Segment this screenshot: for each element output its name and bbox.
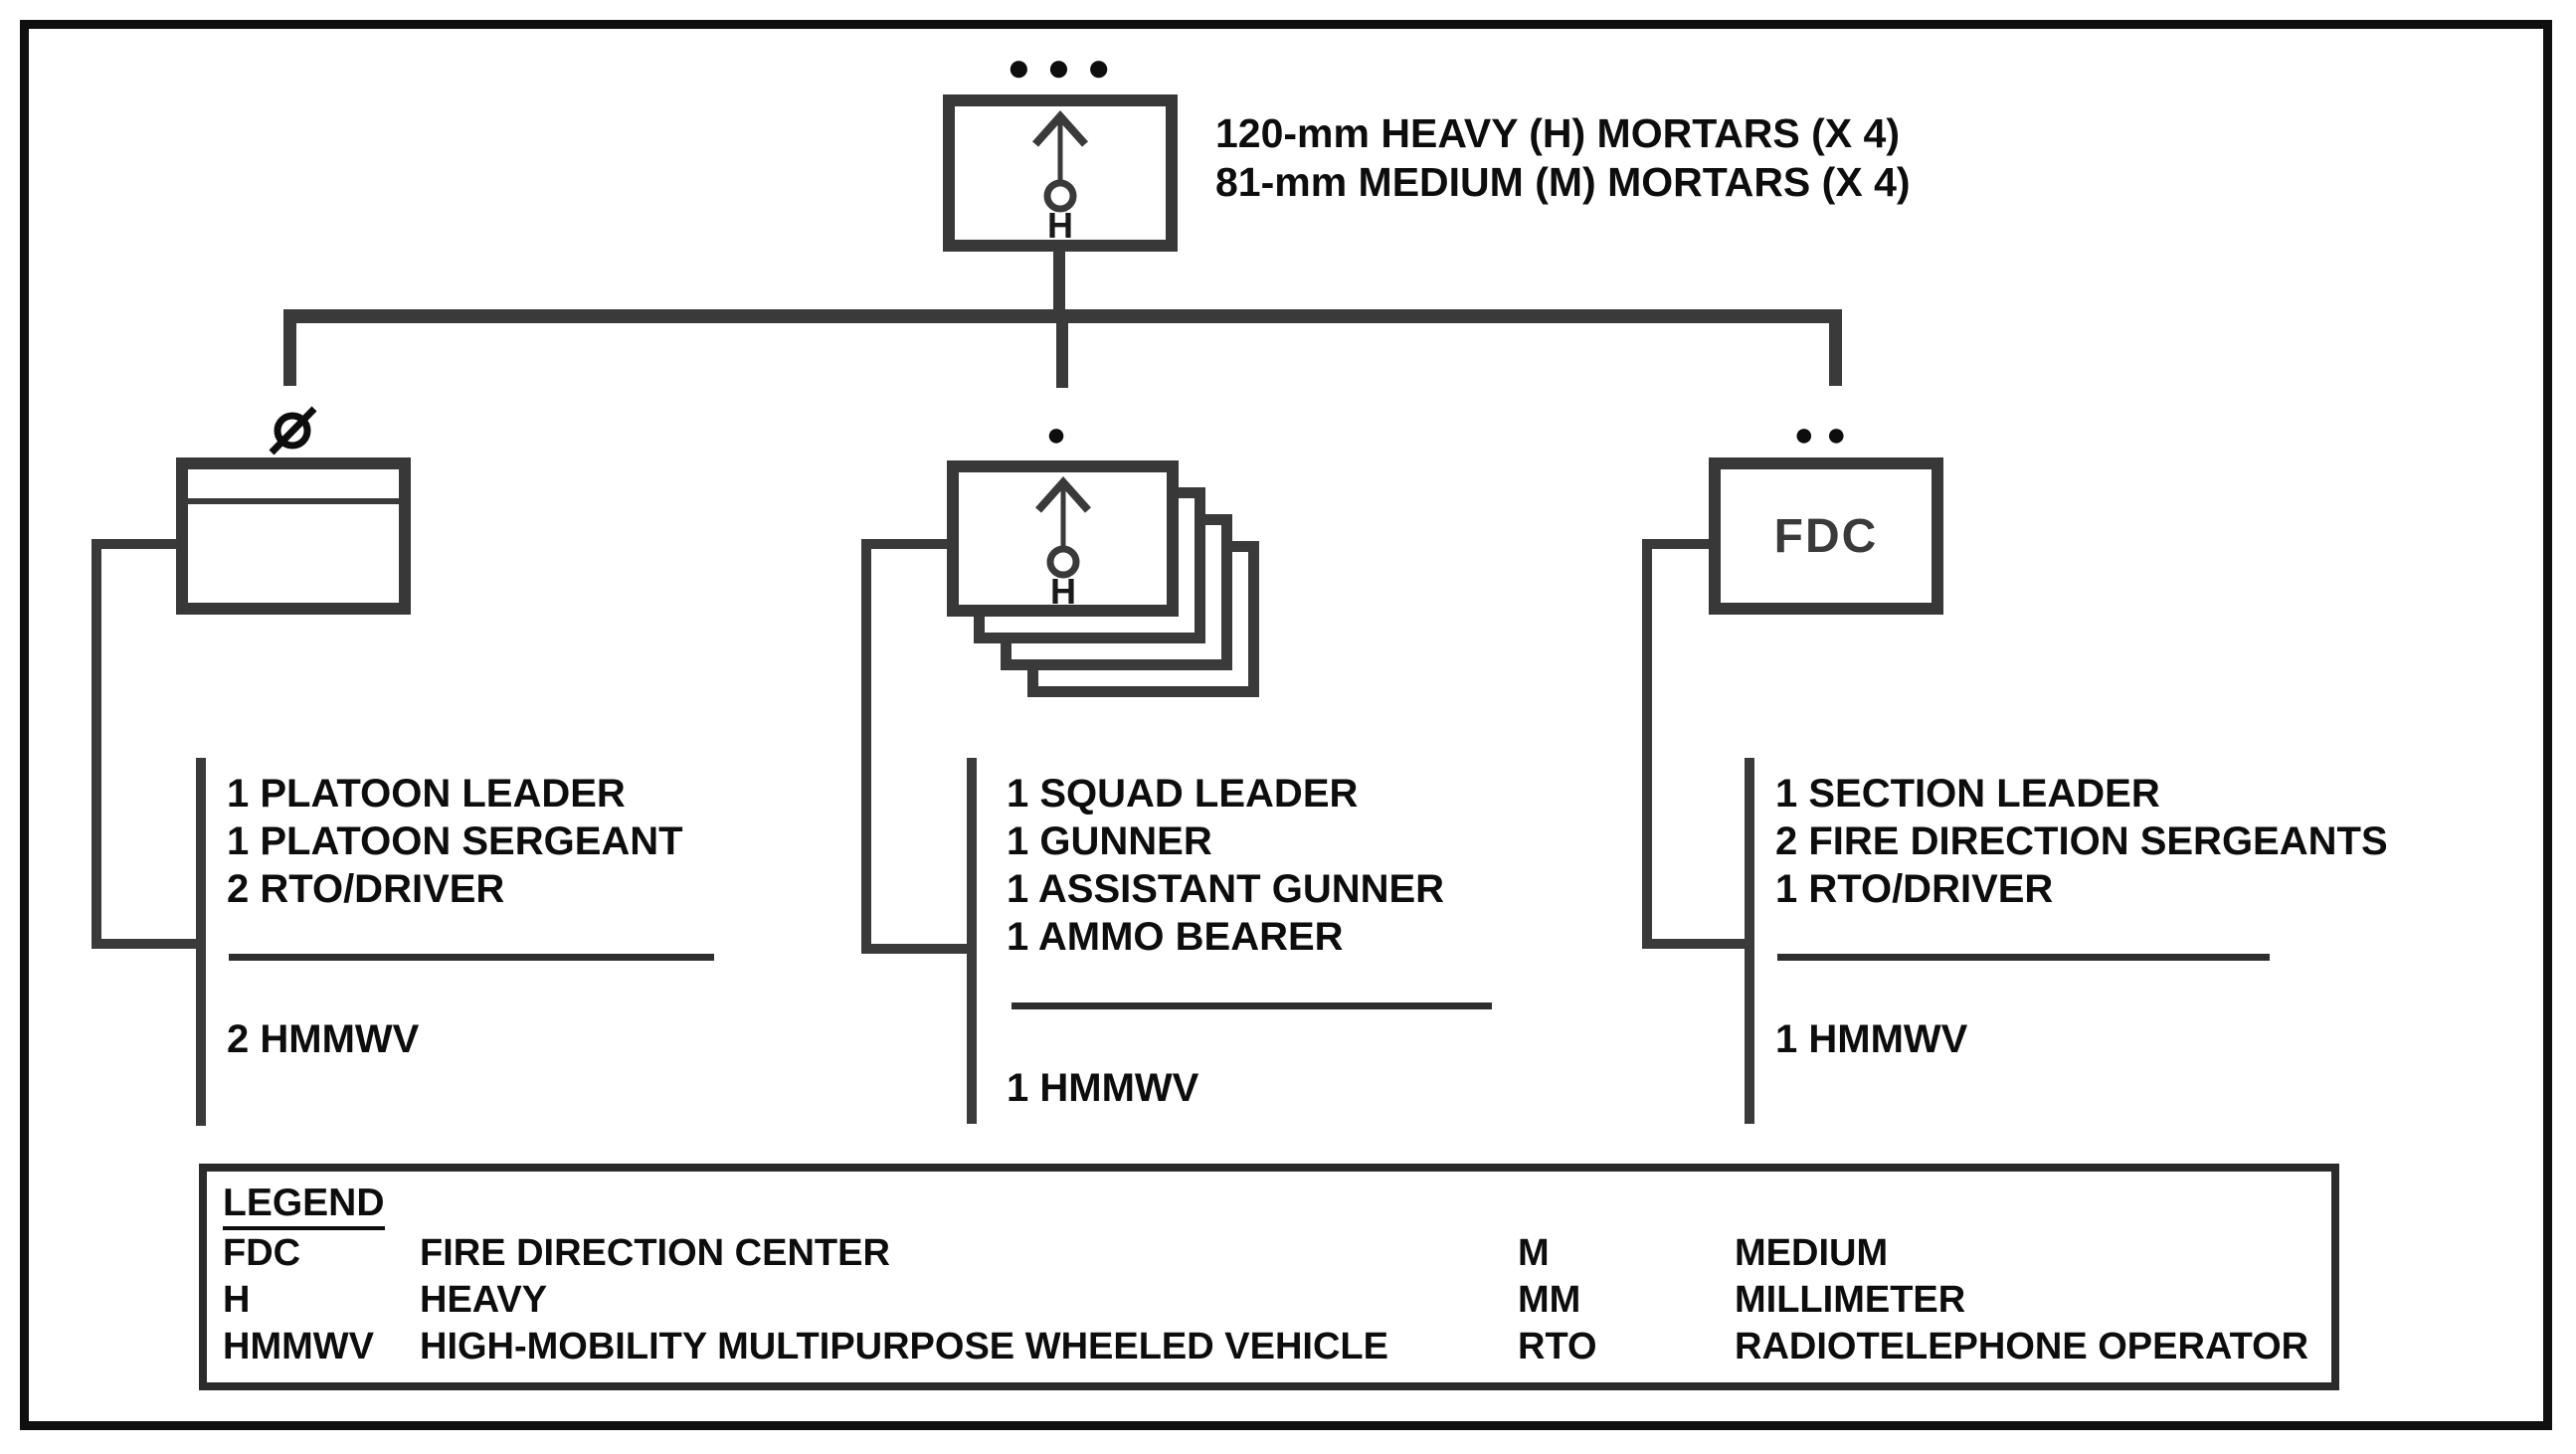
fdc-box-label: FDC (1773, 509, 1879, 563)
legend-definition: FIRE DIRECTION CENTER (420, 1232, 890, 1274)
legend-definition: HEAVY (420, 1279, 548, 1321)
fdc-connector-stub (1642, 539, 1709, 549)
fdc-list-divider (1777, 954, 2270, 961)
list-item: 1 GUNNER (1007, 819, 1212, 863)
hq-personnel-list: 1 PLATOON LEADER 1 PLATOON SERGEANT 2 RT… (227, 770, 683, 913)
headquarters-box (176, 457, 411, 615)
mortar-baseplate-icon (1043, 179, 1077, 213)
legend-definition: MEDIUM (1735, 1232, 1889, 1274)
parent-unit-box: H (943, 94, 1178, 252)
legend-title: LEGEND (223, 1181, 385, 1230)
list-item: 1 PLATOON LEADER (227, 772, 626, 816)
mortar-icon: H (955, 106, 1166, 240)
fdc-connector-vertical (1642, 539, 1652, 949)
mortar-weight-letter: H (1050, 571, 1076, 604)
list-item: 2 RTO/DRIVER (227, 867, 505, 911)
platoon-echelon-dots-icon: ●●● (1007, 46, 1127, 90)
fdc-personnel-list: 1 SECTION LEADER 2 FIRE DIRECTION SERGEA… (1775, 770, 2388, 913)
squad-personnel-list: 1 SQUAD LEADER 1 GUNNER 1 ASSISTANT GUNN… (1007, 770, 1444, 961)
squad-list-divider (1012, 1002, 1492, 1009)
list-item: 1 SECTION LEADER (1775, 772, 2160, 816)
mortar-icon: H (959, 472, 1167, 605)
connector-drop-right (1829, 323, 1842, 386)
legend-abbr: M (1518, 1232, 1550, 1274)
hq-connector-stub (92, 539, 176, 549)
mortar-weight-letter: H (1047, 205, 1073, 238)
headquarters-band (188, 498, 399, 504)
hq-list-divider (229, 954, 714, 961)
legend-row: HMMWV HIGH-MOBILITY MULTIPURPOSE WHEELED… (223, 1324, 2323, 1370)
squad-connector-elbow (861, 944, 977, 954)
legend-definition: RADIOTELEPHONE OPERATOR (1735, 1326, 2309, 1367)
list-item: 1 PLATOON SERGEANT (227, 819, 683, 863)
fdc-equipment: 1 HMMWV (1775, 1017, 1968, 1061)
crew-echelon-icon (263, 398, 322, 457)
fdc-box: FDC (1709, 457, 1943, 615)
legend-abbr: FDC (223, 1232, 301, 1274)
legend-content: LEGEND FDC FIRE DIRECTION CENTER M MEDIU… (223, 1181, 2323, 1370)
squad-list-bracket (967, 758, 977, 1124)
connector-horizontal-bar (283, 309, 1842, 323)
connector-drop-left (283, 323, 296, 386)
hq-equipment: 2 HMMWV (227, 1017, 420, 1061)
mortar-annotation: 120-mm HEAVY (H) MORTARS (X 4) 81-mm MED… (1215, 109, 1911, 207)
legend-abbr: H (223, 1279, 251, 1321)
section-echelon-dots-icon: ●● (1793, 416, 1859, 454)
hq-connector-vertical (92, 539, 101, 949)
figure-border (20, 20, 2552, 1430)
legend-abbr: MM (1518, 1279, 1581, 1321)
list-item: 1 SQUAD LEADER (1007, 772, 1359, 816)
legend-row: H HEAVY MM MILLIMETER (223, 1277, 2323, 1324)
legend-definition: HIGH-MOBILITY MULTIPURPOSE WHEELED VEHIC… (420, 1326, 1388, 1367)
squad-echelon-dot-icon: ● (1045, 416, 1079, 454)
squad-connector-stub (861, 539, 947, 549)
squad-equipment: 1 HMMWV (1007, 1066, 1199, 1110)
legend-definition: MILLIMETER (1735, 1279, 1966, 1321)
mortar-arrowhead-icon (1032, 109, 1088, 147)
connector-drop-center (1056, 323, 1068, 388)
hq-list-bracket (196, 758, 206, 1126)
hq-connector-elbow (92, 939, 206, 949)
annotation-line-1: 120-mm HEAVY (H) MORTARS (X 4) (1215, 110, 1900, 156)
legend-abbr: RTO (1518, 1326, 1597, 1367)
list-item: 2 FIRE DIRECTION SERGEANTS (1775, 819, 2388, 863)
fdc-connector-elbow (1642, 939, 1754, 949)
fdc-list-bracket (1745, 758, 1754, 1124)
legend-box: LEGEND FDC FIRE DIRECTION CENTER M MEDIU… (199, 1164, 2339, 1390)
squad-connector-vertical (861, 539, 871, 954)
legend-abbr: HMMWV (223, 1326, 374, 1367)
annotation-line-2: 81-mm MEDIUM (M) MORTARS (X 4) (1215, 159, 1911, 205)
squad-front-box: H (947, 460, 1179, 617)
mortar-arrowhead-icon (1034, 475, 1091, 513)
list-item: 1 ASSISTANT GUNNER (1007, 867, 1445, 911)
connector-top-stem (1053, 250, 1065, 311)
list-item: 1 RTO/DRIVER (1775, 867, 2054, 911)
legend-row: FDC FIRE DIRECTION CENTER M MEDIUM (223, 1230, 2323, 1277)
mortar-baseplate-icon (1046, 545, 1079, 578)
list-item: 1 AMMO BEARER (1007, 915, 1344, 959)
